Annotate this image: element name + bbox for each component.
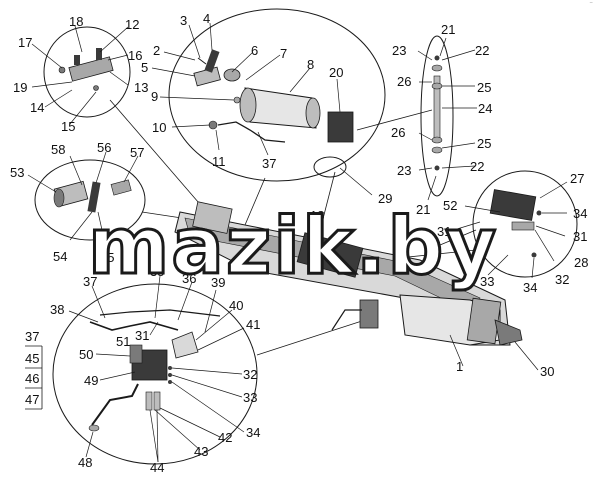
connector-lines bbox=[109, 99, 477, 356]
callout-24: 24 bbox=[478, 101, 492, 116]
callout-16: 16 bbox=[128, 48, 142, 63]
callout-10: 10 bbox=[152, 120, 166, 135]
callout-37b: 37 bbox=[83, 274, 97, 289]
detail-ellipse-bottom bbox=[52, 283, 258, 465]
callout-44: 44 bbox=[150, 460, 164, 475]
callout-3: 3 bbox=[180, 13, 187, 28]
callout-26b: 26 bbox=[391, 125, 405, 140]
callout-14: 14 bbox=[30, 100, 44, 115]
callout-21b: 21 bbox=[416, 202, 430, 217]
callout-41: 41 bbox=[246, 317, 260, 332]
callout-6: 6 bbox=[251, 43, 258, 58]
callout-12: 12 bbox=[125, 17, 139, 32]
callout-34a: 34 bbox=[573, 206, 587, 221]
callout-29: 29 bbox=[378, 191, 392, 206]
callout-25a: 25 bbox=[477, 80, 491, 95]
callout-22b: 22 bbox=[470, 159, 484, 174]
callout-22a: 22 bbox=[475, 43, 489, 58]
callout-9: 9 bbox=[151, 89, 158, 104]
callout-53: 53 bbox=[10, 165, 24, 180]
callout-39: 39 bbox=[211, 275, 225, 290]
callout-17: 17 bbox=[18, 35, 32, 50]
callout-46: 46 bbox=[25, 371, 39, 386]
watermark-text: mazik.by bbox=[88, 202, 498, 292]
callout-15: 15 bbox=[61, 119, 75, 134]
callout-31b: 31 bbox=[573, 229, 587, 244]
callout-13: 13 bbox=[134, 80, 148, 95]
callout-26a: 26 bbox=[397, 74, 411, 89]
callout-31c: 31 bbox=[135, 328, 149, 343]
callout-50: 50 bbox=[79, 347, 93, 362]
callout-48: 48 bbox=[78, 455, 92, 470]
callout-56: 56 bbox=[97, 140, 111, 155]
detail-ellipse-top-right bbox=[420, 35, 454, 197]
callout-4: 4 bbox=[203, 11, 210, 26]
callout-19: 19 bbox=[13, 80, 27, 95]
main-assembly bbox=[174, 201, 523, 346]
callout-18b: 18 bbox=[310, 208, 324, 223]
callout-36: 36 bbox=[182, 271, 196, 286]
detail-left-parts bbox=[53, 179, 132, 213]
callout-7: 7 bbox=[280, 46, 287, 61]
detail-bottom-parts bbox=[88, 309, 221, 432]
callout-group-bracket bbox=[25, 345, 43, 410]
callout-27: 27 bbox=[570, 171, 584, 186]
callout-35: 35 bbox=[150, 264, 164, 279]
callout-32a: 32 bbox=[555, 272, 569, 287]
callout-45: 45 bbox=[25, 351, 39, 366]
callout-30: 30 bbox=[540, 364, 554, 379]
detail-ellipse-small-18 bbox=[313, 156, 347, 178]
callout-20: 20 bbox=[329, 65, 343, 80]
callout-31a: 31 bbox=[437, 224, 451, 239]
callout-23a: 23 bbox=[392, 43, 406, 58]
callout-42: 42 bbox=[218, 430, 232, 445]
callout-23b: 23 bbox=[397, 163, 411, 178]
callout-40: 40 bbox=[229, 298, 243, 313]
callout-2: 2 bbox=[153, 43, 160, 58]
callout-52: 52 bbox=[443, 198, 457, 213]
detail-top-center-parts bbox=[193, 49, 354, 143]
corner-mark: ‾ bbox=[589, 2, 593, 10]
leader-lines bbox=[27, 22, 568, 463]
callout-54: 54 bbox=[53, 249, 67, 264]
callout-49: 49 bbox=[84, 373, 98, 388]
callout-38: 38 bbox=[50, 302, 64, 317]
callout-37a: 37 bbox=[262, 156, 276, 171]
callout-55: 55 bbox=[100, 250, 114, 265]
callout-11: 11 bbox=[212, 154, 226, 169]
detail-ellipse-top-left bbox=[43, 26, 131, 118]
callout-labels: 18 12 17 16 19 13 14 15 3 4 2 6 7 5 8 20… bbox=[10, 11, 588, 475]
callout-37c: 37 bbox=[25, 329, 39, 344]
callout-34c: 34 bbox=[246, 425, 260, 440]
callout-47: 47 bbox=[25, 392, 39, 407]
callout-25b: 25 bbox=[477, 136, 491, 151]
callout-33a: 33 bbox=[480, 274, 494, 289]
callout-18a: 18 bbox=[69, 14, 83, 29]
callout-28: 28 bbox=[574, 255, 588, 270]
callout-5: 5 bbox=[141, 60, 148, 75]
callout-32b: 32 bbox=[243, 367, 257, 382]
detail-ellipse-top-center bbox=[168, 8, 386, 182]
detail-top-right-parts bbox=[431, 55, 443, 171]
detail-right-parts bbox=[489, 189, 542, 258]
callout-57: 57 bbox=[130, 145, 144, 160]
callout-34b: 34 bbox=[523, 280, 537, 295]
callout-1: 1 bbox=[456, 359, 463, 374]
callout-33b: 33 bbox=[243, 390, 257, 405]
callout-21a: 21 bbox=[441, 22, 455, 37]
detail-top-left-parts bbox=[58, 48, 114, 91]
callout-8: 8 bbox=[307, 57, 314, 72]
detail-ellipse-left bbox=[34, 159, 146, 241]
callout-58: 58 bbox=[51, 142, 65, 157]
callout-51: 51 bbox=[116, 334, 130, 349]
callout-43: 43 bbox=[194, 444, 208, 459]
